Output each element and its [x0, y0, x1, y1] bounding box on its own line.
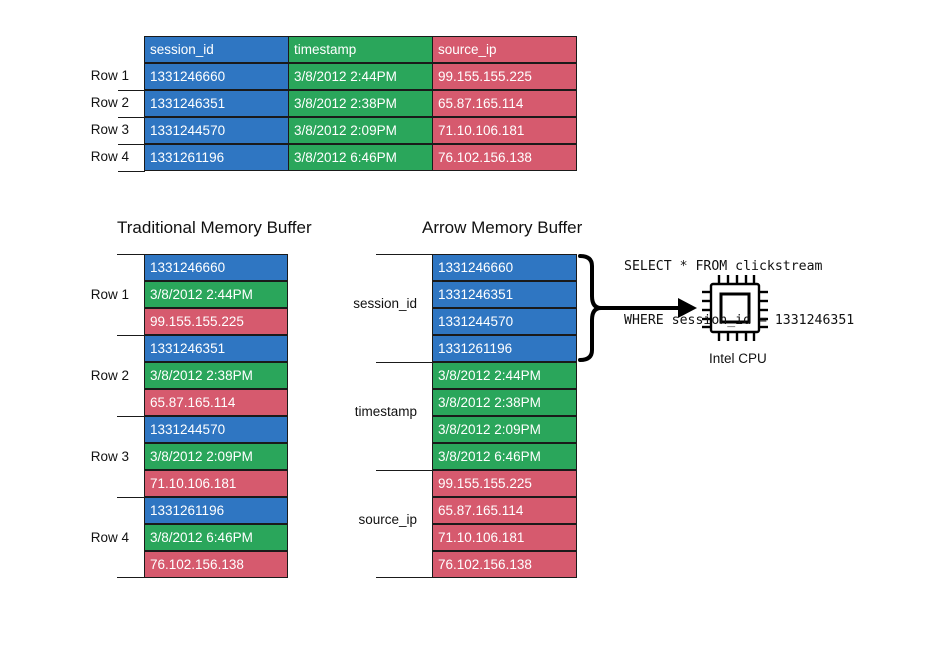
table-row-label: Row 4	[90, 149, 129, 164]
buffer-cell: 1331246660	[144, 254, 288, 281]
table-cell: 76.102.156.138	[432, 144, 577, 171]
row-divider	[118, 144, 145, 145]
group-divider	[117, 416, 145, 417]
group-divider	[376, 577, 433, 578]
buffer-cell: 3/8/2012 2:44PM	[432, 362, 577, 389]
brace-arrow-graphic	[578, 254, 697, 362]
table-cell: 1331244570	[144, 117, 289, 144]
group-divider	[117, 577, 145, 578]
buffer-cell: 1331246351	[144, 335, 288, 362]
table-cell: 1331246660	[144, 63, 289, 90]
table-row-label: Row 2	[90, 95, 129, 110]
buffer-cell: 1331261196	[144, 497, 288, 524]
group-divider	[117, 497, 145, 498]
sql-query: SELECT * FROM clickstream WHERE session_…	[624, 222, 854, 366]
arrow-column-label: session_id	[353, 296, 417, 311]
cpu-label: Intel CPU	[709, 351, 767, 366]
group-divider	[117, 335, 145, 336]
buffer-cell: 3/8/2012 2:09PM	[144, 443, 288, 470]
table-cell: 1331261196	[144, 144, 289, 171]
table-row-label: Row 3	[90, 122, 129, 137]
buffer-cell: 1331246660	[432, 254, 577, 281]
table-cell: 99.155.155.225	[432, 63, 577, 90]
buffer-cell: 65.87.165.114	[432, 497, 577, 524]
table-cell: 3/8/2012 2:09PM	[288, 117, 433, 144]
buffer-cell: 3/8/2012 2:38PM	[432, 389, 577, 416]
table-row-label: Row 1	[90, 68, 129, 83]
buffer-cell: 1331244570	[432, 308, 577, 335]
arrow-head-icon	[678, 298, 697, 318]
row-divider	[118, 90, 145, 91]
buffer-cell: 99.155.155.225	[432, 470, 577, 497]
row-divider	[118, 171, 145, 172]
arrow-column-label: timestamp	[354, 404, 417, 419]
curly-brace-icon	[578, 254, 603, 362]
buffer-cell: 76.102.156.138	[144, 551, 288, 578]
sql-query-line: WHERE session_id = 1331246351	[624, 313, 855, 328]
table-cell: 1331246351	[144, 90, 289, 117]
group-divider	[117, 254, 145, 255]
header-session-id: session_id	[144, 36, 289, 63]
table-cell: 3/8/2012 6:46PM	[288, 144, 433, 171]
row-divider	[118, 117, 145, 118]
traditional-row-label: Row 1	[90, 287, 129, 302]
buffer-cell: 3/8/2012 2:38PM	[144, 362, 288, 389]
buffer-cell: 3/8/2012 6:46PM	[144, 524, 288, 551]
arrow-column-label: source_ip	[358, 512, 417, 527]
buffer-cell: 71.10.106.181	[144, 470, 288, 497]
traditional-buffer-title: Traditional Memory Buffer	[117, 218, 312, 237]
traditional-row-label: Row 3	[90, 449, 129, 464]
arrow-buffer-title: Arrow Memory Buffer	[422, 218, 583, 237]
buffer-cell: 1331261196	[432, 335, 577, 362]
table-cell: 3/8/2012 2:44PM	[288, 63, 433, 90]
buffer-cell: 3/8/2012 6:46PM	[432, 443, 577, 470]
buffer-cell: 76.102.156.138	[432, 551, 577, 578]
sql-query-line: SELECT * FROM clickstream	[624, 259, 823, 274]
traditional-row-label: Row 4	[90, 530, 129, 545]
header-timestamp: timestamp	[288, 36, 433, 63]
group-divider	[376, 470, 433, 471]
traditional-row-label: Row 2	[90, 368, 129, 383]
buffer-cell: 71.10.106.181	[432, 524, 577, 551]
group-divider	[376, 254, 433, 255]
table-cell: 3/8/2012 2:38PM	[288, 90, 433, 117]
cpu-chip-icon	[702, 275, 768, 341]
buffer-cell: 65.87.165.114	[144, 389, 288, 416]
header-source-ip: source_ip	[432, 36, 577, 63]
table-cell: 71.10.106.181	[432, 117, 577, 144]
group-divider	[376, 362, 433, 363]
buffer-cell: 3/8/2012 2:44PM	[144, 281, 288, 308]
table-cell: 65.87.165.114	[432, 90, 577, 117]
buffer-cell: 99.155.155.225	[144, 308, 288, 335]
buffer-cell: 1331246351	[432, 281, 577, 308]
buffer-cell: 3/8/2012 2:09PM	[432, 416, 577, 443]
buffer-cell: 1331244570	[144, 416, 288, 443]
